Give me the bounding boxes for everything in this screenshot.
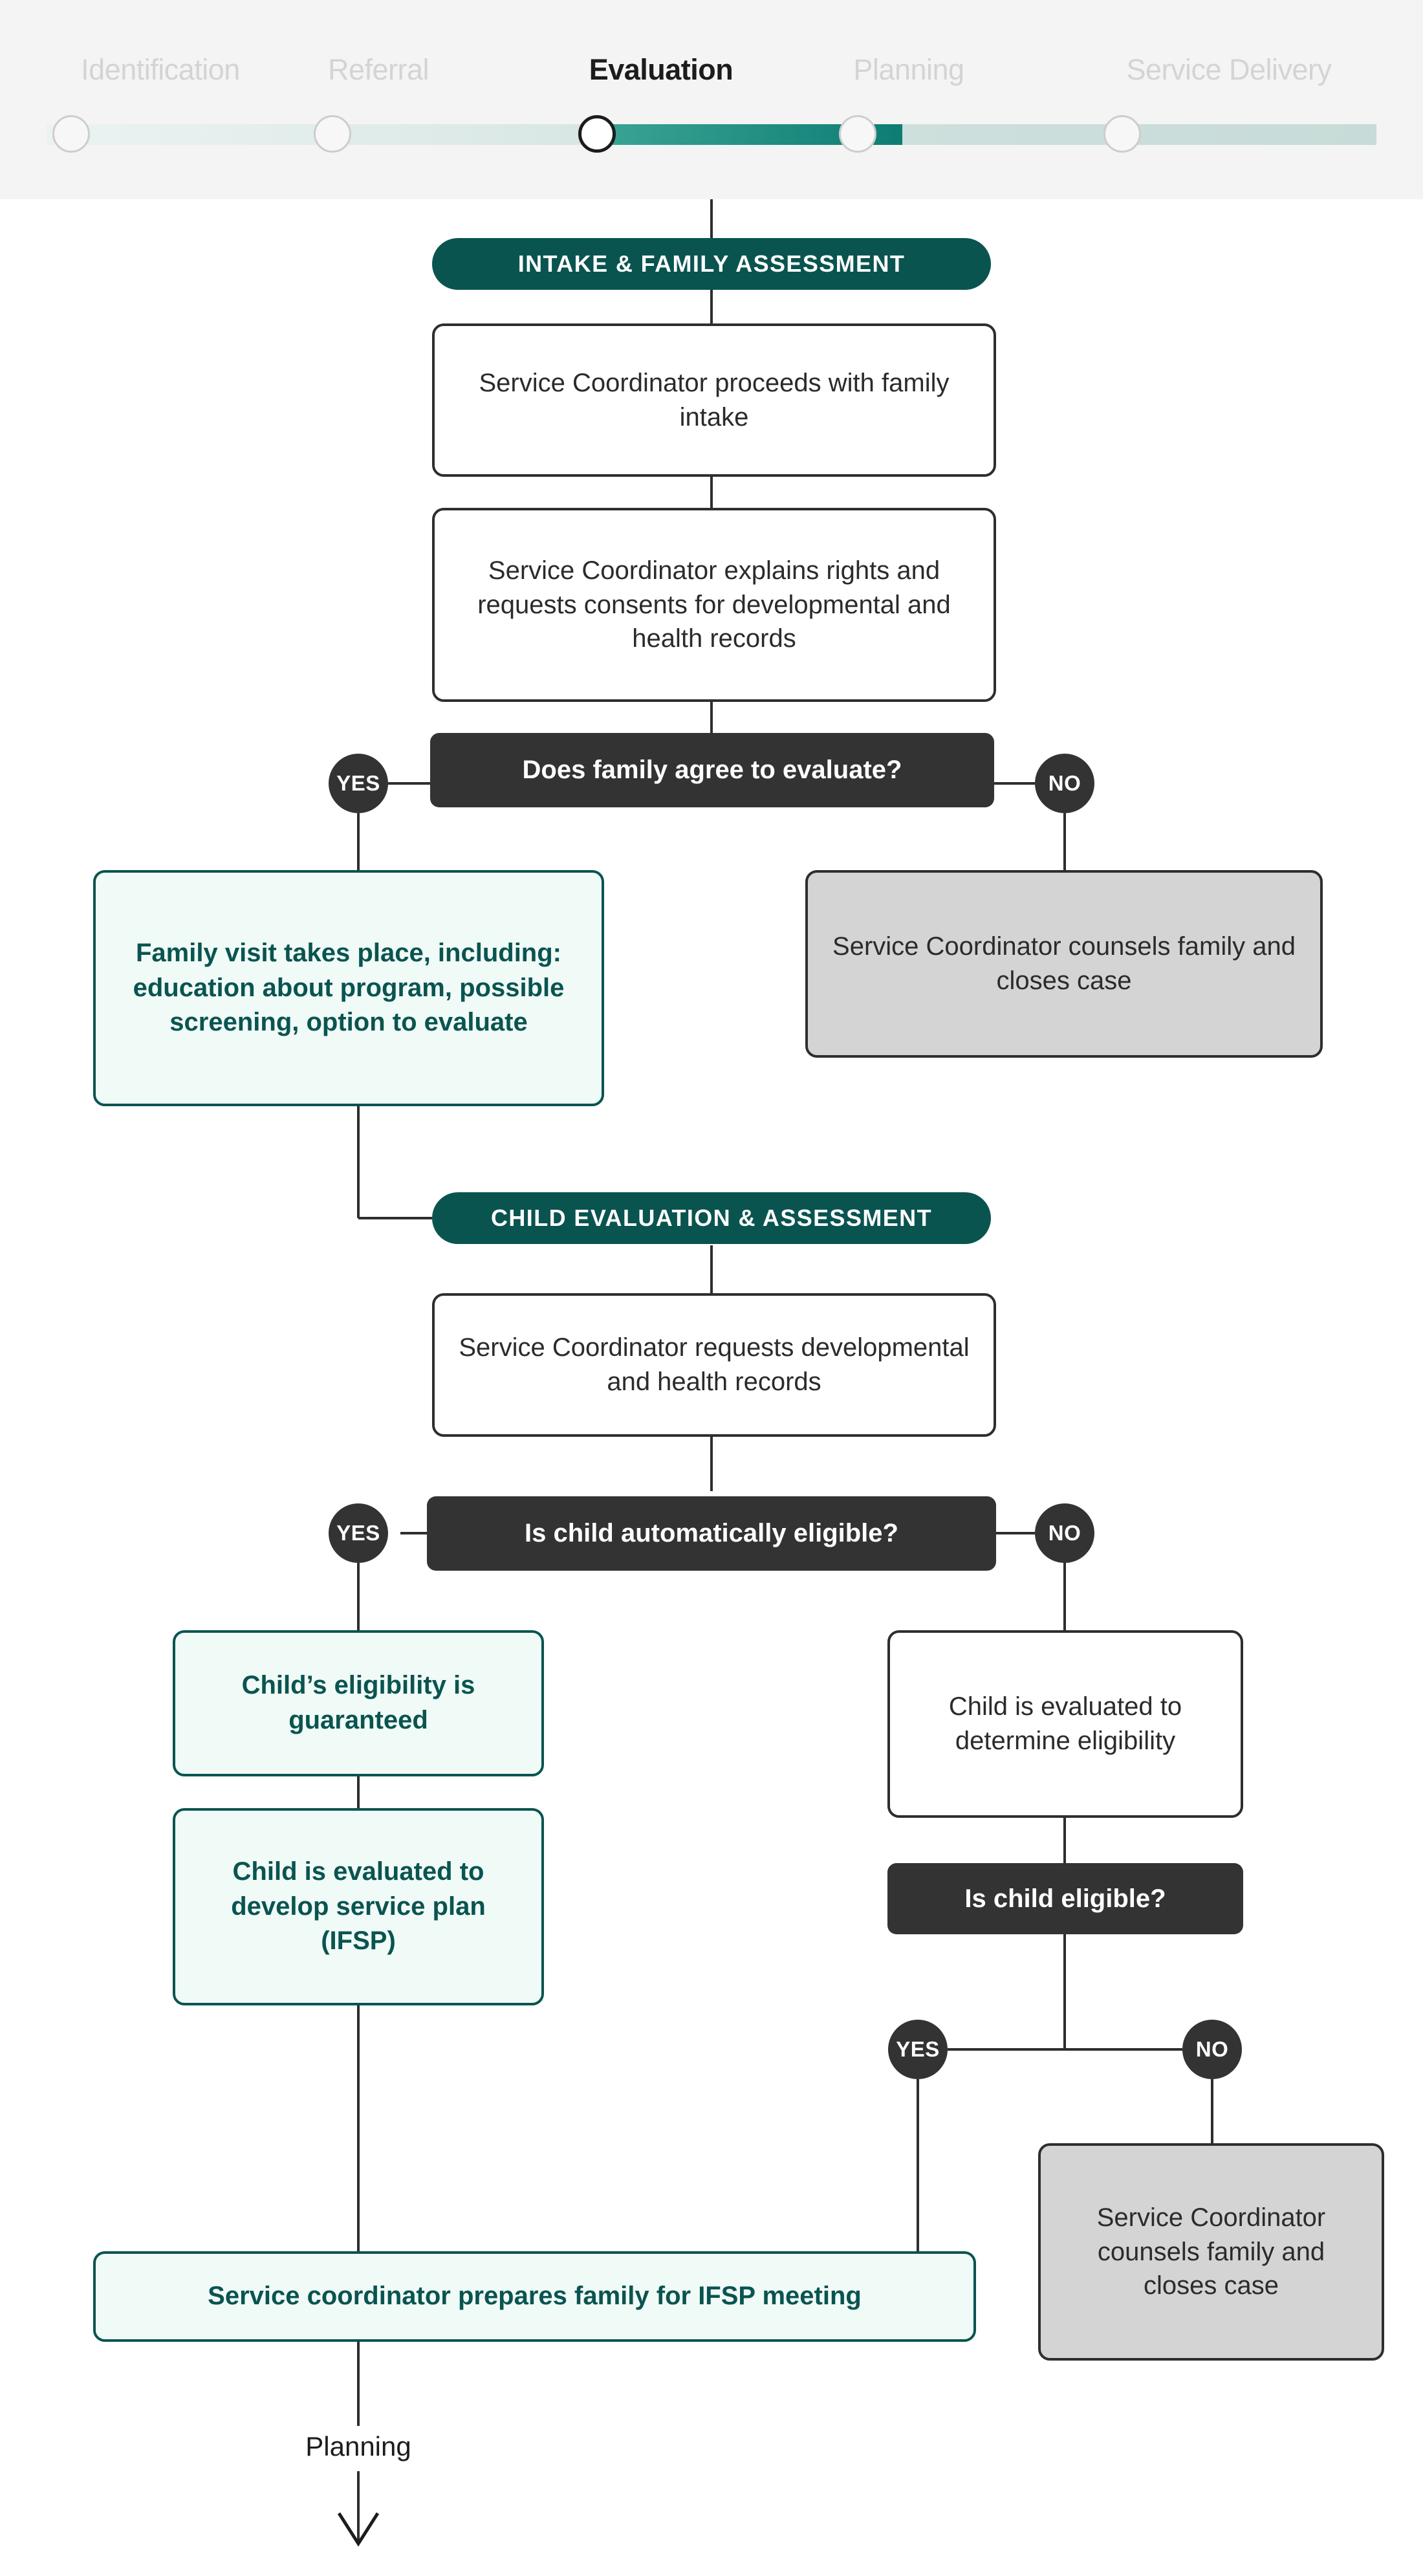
progress-step-planning[interactable]: Planning (853, 53, 964, 86)
progress-step-service-delivery[interactable]: Service Delivery (1126, 53, 1332, 86)
progress-dot-planning[interactable] (839, 115, 876, 153)
progress-step-labels: Identification Referral Evaluation Plann… (0, 0, 1423, 116)
progress-track[interactable] (47, 115, 1376, 154)
progress-header: Identification Referral Evaluation Plann… (0, 0, 1423, 199)
node-intake-proceed[interactable]: Service Coordinator proceeds with family… (432, 323, 996, 477)
branch-yes-auto-eligible[interactable]: YES (329, 1503, 388, 1563)
node-eligibility-guaranteed[interactable]: Child’s eligibility is guaranteed (173, 1630, 544, 1776)
node-explain-rights[interactable]: Service Coordinator explains rights and … (432, 508, 996, 702)
decision-auto-eligible[interactable]: Is child automatically eligible? (427, 1496, 996, 1571)
progress-dot-identification[interactable] (52, 115, 90, 153)
progress-step-identification[interactable]: Identification (81, 53, 240, 86)
down-arrow-icon (337, 2512, 380, 2547)
progress-step-evaluation[interactable]: Evaluation (589, 53, 733, 86)
branch-no-family-agree[interactable]: NO (1035, 754, 1094, 813)
node-evaluated-ifsp[interactable]: Child is evaluated to develop service pl… (173, 1808, 544, 2005)
branch-no-child-eligible[interactable]: NO (1182, 2020, 1242, 2079)
outflow-label-planning: Planning (305, 2431, 411, 2461)
decision-family-agree[interactable]: Does family agree to evaluate? (430, 733, 994, 807)
node-prepare-ifsp[interactable]: Service coordinator prepares family for … (93, 2251, 976, 2342)
node-request-records[interactable]: Service Coordinator requests development… (432, 1293, 996, 1437)
branch-yes-child-eligible[interactable]: YES (888, 2020, 948, 2079)
branch-no-auto-eligible[interactable]: NO (1035, 1503, 1094, 1563)
section-header-intake: INTAKE & FAMILY ASSESSMENT (432, 238, 991, 290)
section-header-child-evaluation: CHILD EVALUATION & ASSESSMENT (432, 1192, 991, 1244)
decision-child-eligible[interactable]: Is child eligible? (887, 1863, 1243, 1934)
node-counsel-close-1[interactable]: Service Coordinator counsels family and … (805, 870, 1323, 1058)
node-evaluated-determine[interactable]: Child is evaluated to determine eligibil… (887, 1630, 1243, 1818)
node-counsel-close-2[interactable]: Service Coordinator counsels family and … (1038, 2143, 1384, 2361)
progress-dot-service-delivery[interactable] (1103, 115, 1141, 153)
branch-yes-family-agree[interactable]: YES (329, 754, 388, 813)
progress-dot-referral[interactable] (314, 115, 351, 153)
node-family-visit[interactable]: Family visit takes place, including: edu… (93, 870, 604, 1106)
progress-step-referral[interactable]: Referral (327, 53, 429, 86)
progress-dot-evaluation[interactable] (578, 115, 616, 153)
